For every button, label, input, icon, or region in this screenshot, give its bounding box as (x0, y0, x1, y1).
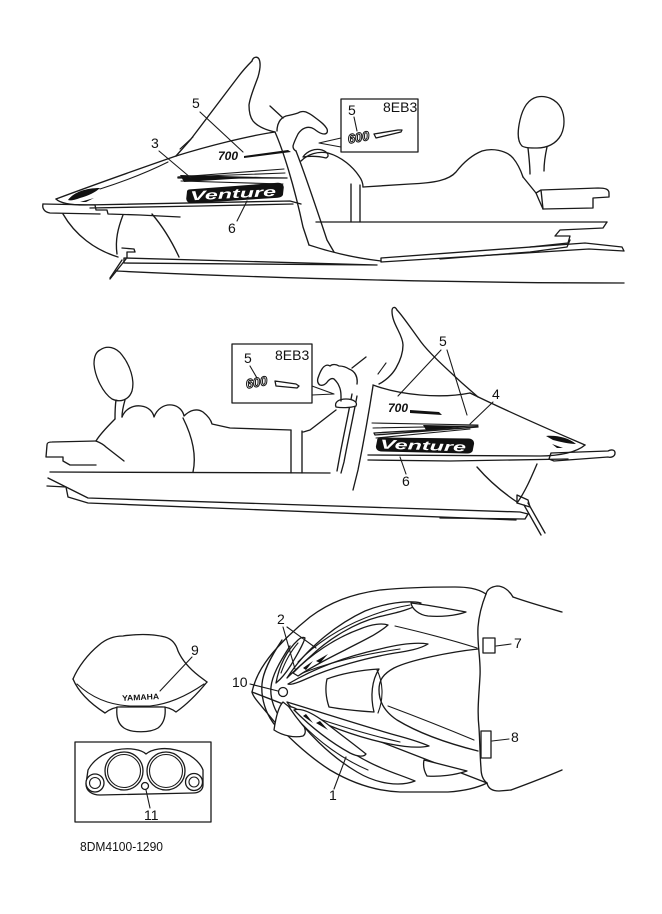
svg-text:Venture: Venture (380, 436, 466, 454)
svg-text:8: 8 (511, 729, 519, 745)
svg-text:6: 6 (402, 473, 410, 489)
svg-text:YAMAHA: YAMAHA (122, 692, 160, 703)
svg-text:6: 6 (228, 220, 236, 236)
svg-text:10: 10 (232, 674, 248, 690)
svg-text:11: 11 (144, 807, 159, 823)
svg-text:5: 5 (244, 350, 252, 366)
svg-text:8DM4100-1290: 8DM4100-1290 (80, 839, 163, 854)
svg-text:8EB3: 8EB3 (275, 347, 309, 363)
svg-text:2: 2 (277, 611, 285, 627)
svg-text:7: 7 (514, 635, 522, 651)
svg-text:5: 5 (348, 102, 356, 118)
svg-text:4: 4 (492, 386, 500, 402)
svg-text:700: 700 (388, 401, 408, 415)
svg-text:3: 3 (151, 135, 159, 151)
svg-text:5: 5 (192, 95, 200, 111)
svg-text:600: 600 (244, 373, 269, 392)
svg-text:600: 600 (346, 128, 371, 147)
svg-text:700: 700 (218, 149, 238, 163)
svg-text:5: 5 (439, 333, 447, 349)
svg-text:1: 1 (329, 787, 337, 803)
svg-text:9: 9 (191, 642, 199, 658)
svg-text:Venture: Venture (190, 184, 277, 203)
svg-text:8EB3: 8EB3 (383, 99, 417, 115)
